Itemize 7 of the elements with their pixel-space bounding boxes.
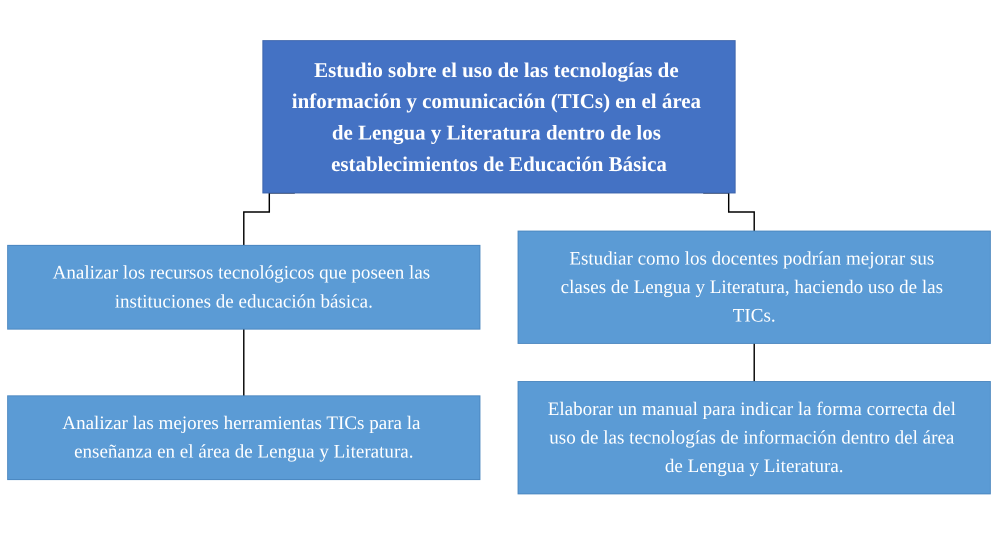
node-box: Analizar los recursos tecnológicos que poseen las instituciones de educación básica. bbox=[7, 244, 480, 330]
connector bbox=[243, 328, 244, 396]
node-box: Estudiar como los docentes podrían mejorar sus clases de Lengua y Literatura, haciendo uso de las TICs. bbox=[518, 230, 991, 344]
node-box: Elaborar un manual para indicar la forma correcta del uso de las tecnologías de información dentro del área de Lengua y Literatura. bbox=[518, 380, 991, 494]
node-box: Estudio sobre el uso de las tecnologías de información y comunicación (TICs) en el área de Lengua y Literatura dentro de los establecimientos de Educación Básica bbox=[262, 40, 736, 194]
connector bbox=[754, 342, 755, 382]
node-box: Analizar las mejores herramientas TICs para la enseñanza en el área de Lengua y Literatura. bbox=[7, 395, 480, 480]
